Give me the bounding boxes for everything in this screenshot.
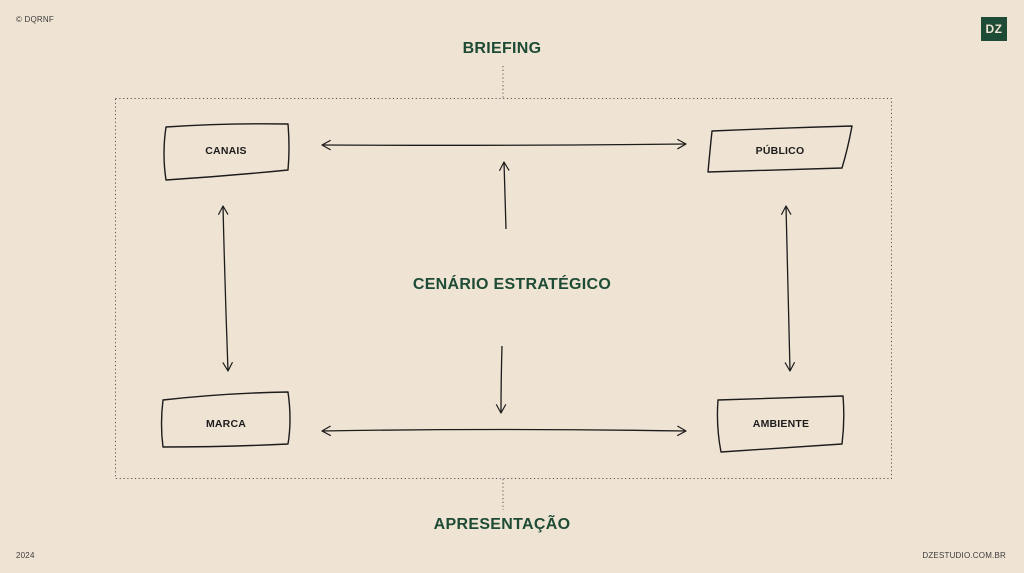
dotted-frame: [115, 98, 892, 479]
arrow-publico-ambiente: [781, 205, 795, 372]
arrow-center-down: [495, 345, 507, 414]
ambiente-label: AMBIENTE: [752, 418, 810, 430]
arrow-center-up: [499, 161, 510, 230]
marca-label: MARCA: [205, 418, 247, 430]
arrow-canais-marca: [218, 205, 233, 372]
publico-label: PÚBLICO: [755, 145, 805, 157]
website-link[interactable]: DZESTUDIO.COM.BR: [922, 551, 1006, 560]
arrow-marca-ambiente: [321, 425, 687, 437]
box-marca[interactable]: [160, 391, 291, 448]
year-label: 2024: [16, 551, 35, 560]
copyright-label: © DQRNF: [16, 15, 54, 24]
center-label: CENÁRIO ESTRATÉGICO: [412, 276, 612, 293]
box-canais[interactable]: [163, 123, 290, 181]
box-ambiente[interactable]: [716, 395, 845, 453]
arrow-canais-publico: [321, 138, 687, 151]
box-publico[interactable]: [707, 125, 853, 173]
canais-label: CANAIS: [205, 145, 247, 157]
dz-logo[interactable]: DZ: [981, 17, 1007, 41]
briefing-label: BRIEFING: [462, 40, 542, 57]
apresentacao-label: APRESENTAÇÃO: [433, 516, 571, 533]
